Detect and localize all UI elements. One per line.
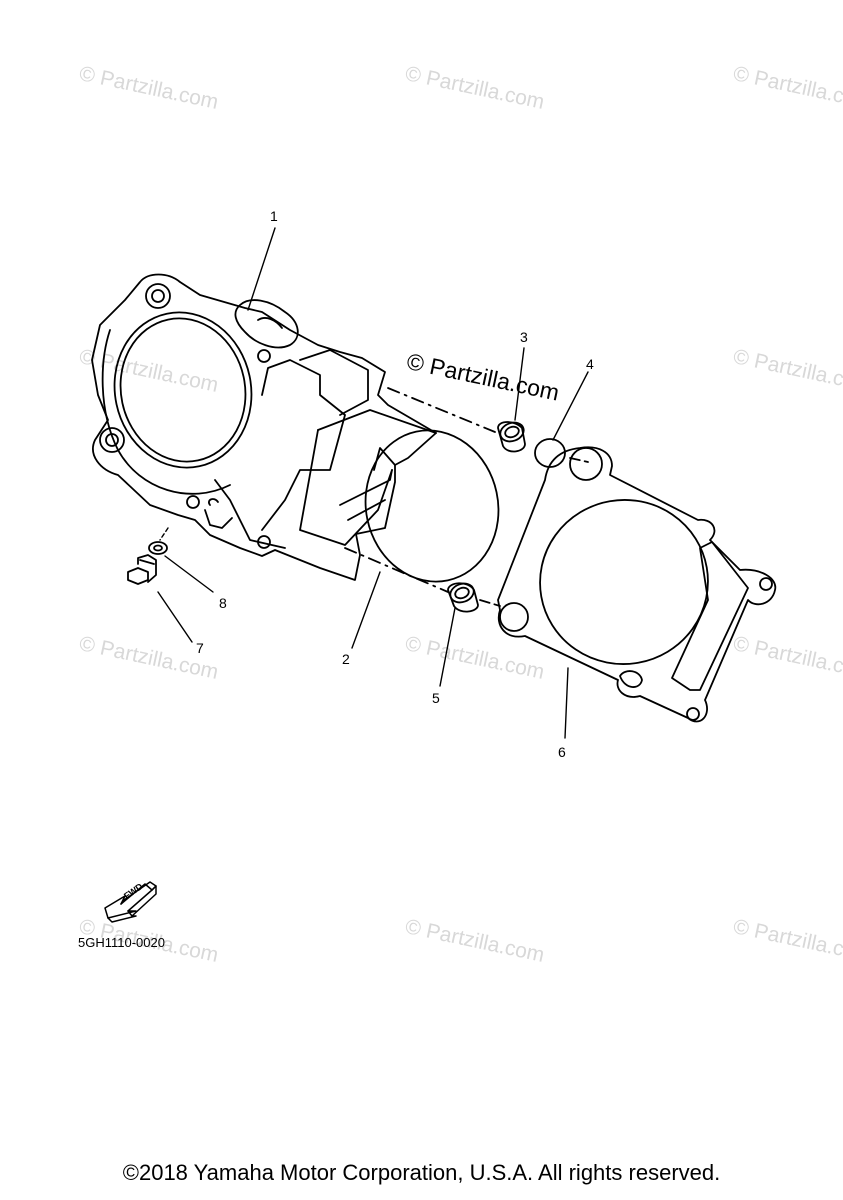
bolt-part-7: [127, 554, 157, 585]
callout-4: 4: [586, 356, 594, 372]
callout-6: 6: [558, 744, 566, 760]
dowel-part-3: [497, 421, 526, 453]
washer-part-8: [148, 541, 168, 555]
callout-2: 2: [342, 651, 350, 667]
callout-1: 1: [270, 208, 278, 224]
diagram-code: 5GH1110-0020: [78, 935, 165, 950]
dowel-part-5: [447, 582, 501, 613]
fwd-arrow-icon: [104, 881, 157, 923]
leader-lines: [157, 227, 589, 739]
cylinder-part-1: [91, 273, 496, 593]
callout-8: 8: [219, 595, 227, 611]
ring-part-2: [364, 429, 500, 583]
oring-part-4: [534, 438, 589, 468]
gasket-part-6: [497, 446, 777, 723]
callout-3: 3: [520, 329, 528, 345]
callout-5: 5: [432, 690, 440, 706]
copyright-text: ©2018 Yamaha Motor Corporation, U.S.A. A…: [122, 1160, 721, 1185]
callout-7: 7: [196, 640, 204, 656]
